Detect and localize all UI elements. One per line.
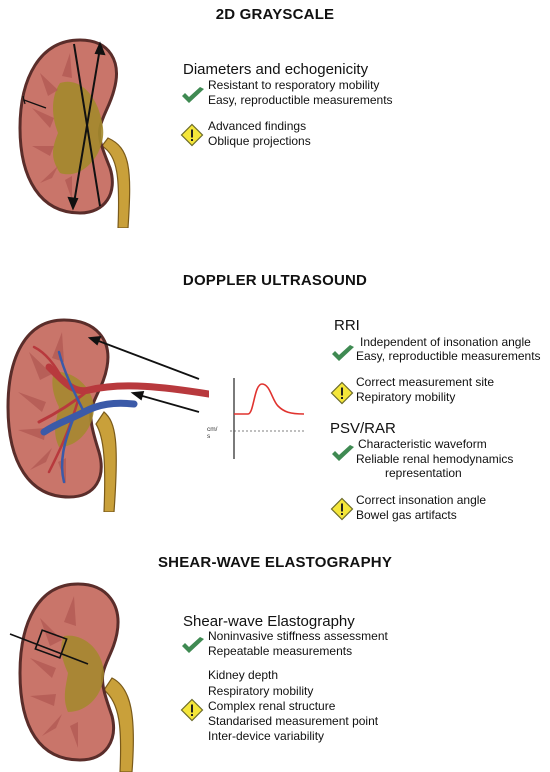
section-heading-grayscale: 2D GRAYSCALE [215, 6, 335, 23]
pro-item: Easy, reproductible measurements [356, 349, 541, 363]
section-heading-elastography: SHEAR-WAVE ELASTOGRAPHY [157, 554, 393, 571]
renal-sinus [61, 635, 104, 712]
warning-icon [330, 497, 354, 521]
diameter-arrows [67, 41, 106, 211]
group-subtitle-rri: RRI [334, 317, 360, 334]
doppler-arrows [87, 335, 200, 413]
warning-icon [180, 123, 204, 147]
group-subtitle: Shear-wave Elastography [183, 613, 355, 630]
warning-icon [180, 698, 204, 722]
kidney-grayscale-illustration [18, 38, 131, 228]
section-heading-doppler: DOPPLER ULTRASOUND [182, 272, 368, 289]
pro-item: Independent of insonation angle [360, 335, 531, 349]
con-item: Correct measurement site [356, 375, 495, 389]
con-item: Bowel gas artifacts [356, 508, 457, 522]
roi-box [34, 629, 68, 659]
con-item: Kidney depth [208, 668, 279, 682]
check-icon [180, 636, 206, 656]
group-subtitle: Diameters and echogenicity [183, 61, 369, 78]
pro-item: Characteristic waveform [358, 437, 487, 451]
con-item: Inter-device variability [208, 729, 325, 743]
con-item: Advanced findings [208, 119, 307, 133]
con-item: Standarised measurement point [208, 714, 379, 728]
pro-item: Resistant to resporatory mobility [208, 78, 380, 92]
pyramids [32, 53, 72, 200]
waveform-trace [234, 383, 305, 415]
pro-item: representation [385, 466, 462, 480]
pyramids [18, 332, 66, 484]
kidney-cortex [6, 318, 110, 499]
renal-vessels [32, 345, 209, 484]
shear-wave-probe-line [9, 633, 89, 665]
ureter [101, 137, 131, 228]
pyramids [30, 596, 78, 748]
pro-item: Easy, reproductible measurements [208, 93, 393, 107]
cortex-thickness-marker [22, 95, 47, 109]
doppler-waveform [230, 378, 305, 459]
group-subtitle-psv-rar: PSV/RAR [330, 420, 396, 437]
con-item: Respiratory mobility [208, 684, 314, 698]
kidney-doppler-illustration [6, 318, 209, 512]
check-icon [330, 344, 356, 364]
con-item: Repiratory mobility [356, 390, 456, 404]
ureter [95, 411, 117, 512]
check-icon [180, 86, 206, 106]
pro-item: Noninvasive stiffness assessment [208, 629, 388, 643]
pro-item: Reliable renal hemodynamics [356, 452, 514, 466]
kidney-elastography-illustration [9, 582, 134, 772]
check-icon [330, 444, 356, 464]
pro-item: Repeatable measurements [208, 644, 353, 658]
con-item: Oblique projections [208, 134, 311, 148]
warning-icon [330, 381, 354, 405]
waveform-axis-label: cm/ s [207, 426, 218, 440]
ureter [103, 677, 134, 772]
con-item: Complex renal structure [208, 699, 336, 713]
con-item: Correct insonation angle [356, 493, 487, 507]
